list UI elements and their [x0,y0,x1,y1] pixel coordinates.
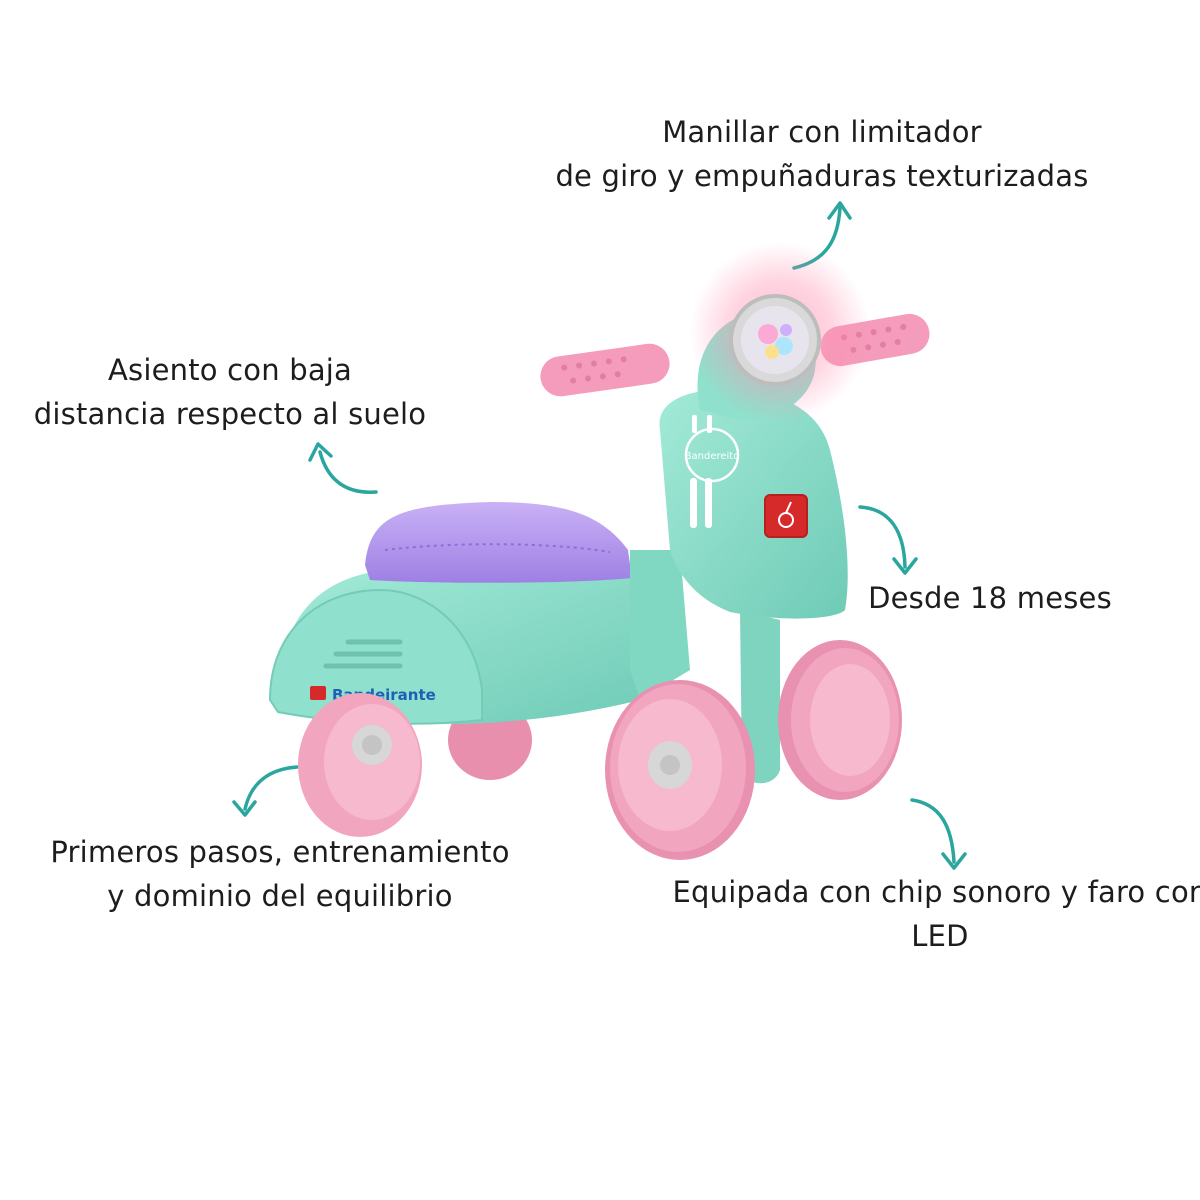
feature-seat-line2: distancia respecto al suelo [33,397,427,431]
seat [365,502,632,583]
feature-sound-line2: LED [911,919,969,953]
scooter-front-body [659,389,848,619]
feature-balance-text: Primeros pasos, entrenamiento y dominio … [10,830,550,918]
feature-handlebar-text: Manillar con limitador de giro y empuñad… [522,110,1122,198]
feature-handlebar-line2: de giro y empuñaduras texturizadas [555,159,1089,193]
feature-sound-line1: Equipada con chip sonoro y faro con [672,875,1200,909]
feature-seat-line1: Asiento con baja [107,353,353,387]
feature-age-line1: Desde 18 meses [868,581,1112,615]
sound-button-icon [764,494,808,538]
feature-age-text: Desde 18 meses [850,576,1130,620]
feature-seat-text: Asiento con baja distancia respecto al s… [0,348,460,436]
arrow-age-icon [858,505,918,575]
bandereito-badge: Bandereito [685,427,740,483]
arrow-balance-icon [232,765,299,817]
front-stripes [690,415,712,528]
feature-balance-line1: Primeros pasos, entrenamiento [50,835,510,869]
feature-handlebar-line1: Manillar con limitador [662,115,982,149]
feature-balance-line2: y dominio del equilibrio [107,879,453,913]
vent-lines [323,639,403,669]
arrow-seat-icon [308,442,378,494]
front-right-wheel [778,640,902,800]
led-headlight [690,242,870,422]
scooter-illustration: Bandeirante [268,242,930,860]
feature-sound-text: Equipada con chip sonoro y faro con LED [600,870,1200,958]
left-grip [540,343,670,397]
front-wheel [605,680,755,860]
badge-text: Bandereito [685,451,740,462]
arrow-sound-icon [910,798,967,870]
rear-near-wheel [298,693,422,837]
